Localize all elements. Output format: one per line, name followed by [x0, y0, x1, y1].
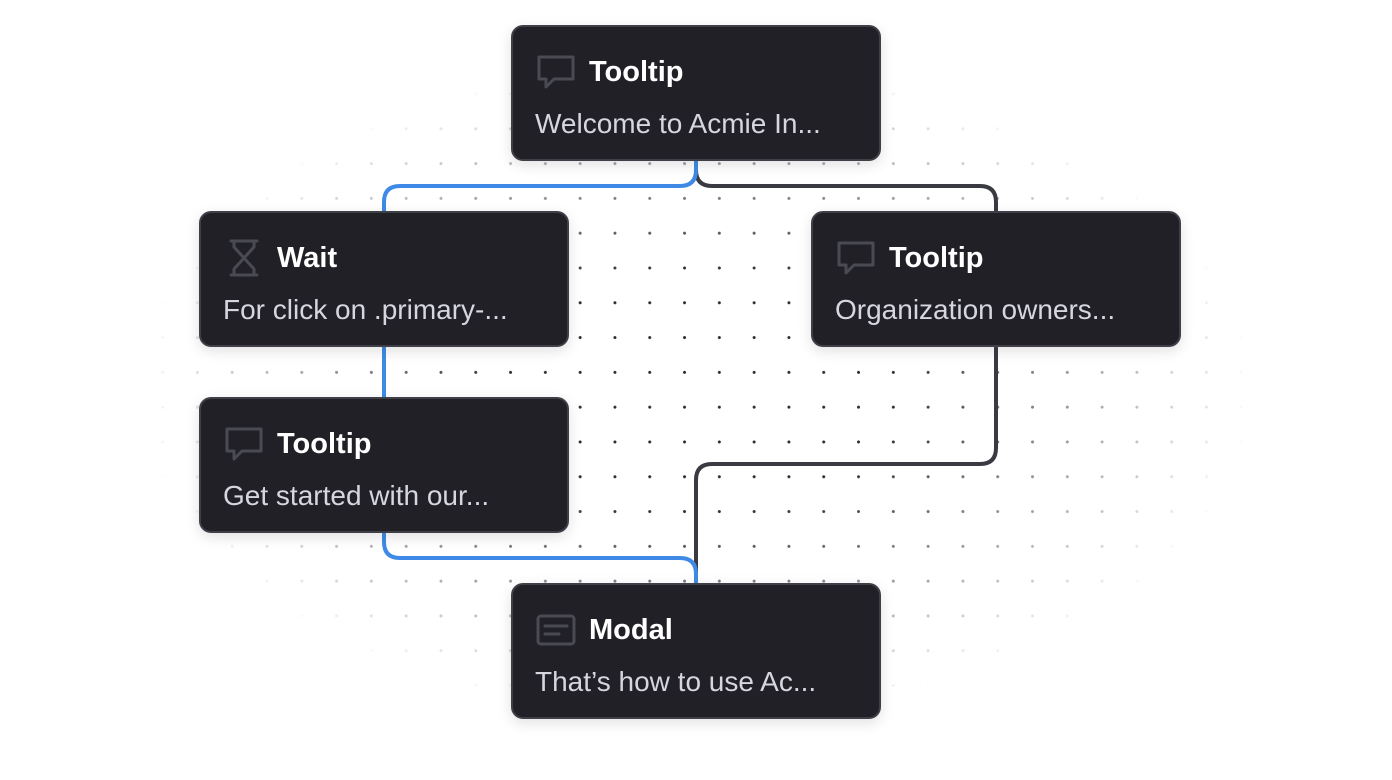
node-title: Wait [277, 242, 338, 274]
node-description: Welcome to Acmie In... [535, 108, 821, 139]
node-tooltip-welcome[interactable]: Tooltip Welcome to Acmie In... [511, 25, 881, 161]
connector-welcome-to-organization [694, 160, 998, 214]
node-modal-usage[interactable]: Modal That’s how to use Ac... [511, 583, 881, 719]
speech-bubble-icon [225, 427, 263, 461]
connector-get-started-to-modal [382, 532, 698, 586]
speech-bubble-icon [837, 241, 875, 275]
hourglass-icon [229, 239, 259, 277]
node-wait-click[interactable]: Wait For click on .primary-... [199, 211, 569, 347]
connector-welcome-to-wait [382, 160, 698, 214]
modal-window-icon [536, 614, 576, 646]
node-tooltip-organization[interactable]: Tooltip Organization owners... [811, 211, 1181, 347]
node-description: Get started with our... [223, 480, 490, 511]
node-title: Tooltip [589, 56, 684, 88]
node-title: Modal [589, 614, 673, 646]
node-title: Tooltip [277, 428, 372, 460]
speech-bubble-icon [537, 55, 575, 89]
node-title: Tooltip [889, 242, 984, 274]
node-description: For click on .primary-... [223, 294, 508, 325]
node-description: Organization owners... [835, 294, 1116, 325]
node-tooltip-get-started[interactable]: Tooltip Get started with our... [199, 397, 569, 533]
connector-organization-to-modal [694, 346, 998, 586]
node-description: That’s how to use Ac... [535, 666, 817, 697]
